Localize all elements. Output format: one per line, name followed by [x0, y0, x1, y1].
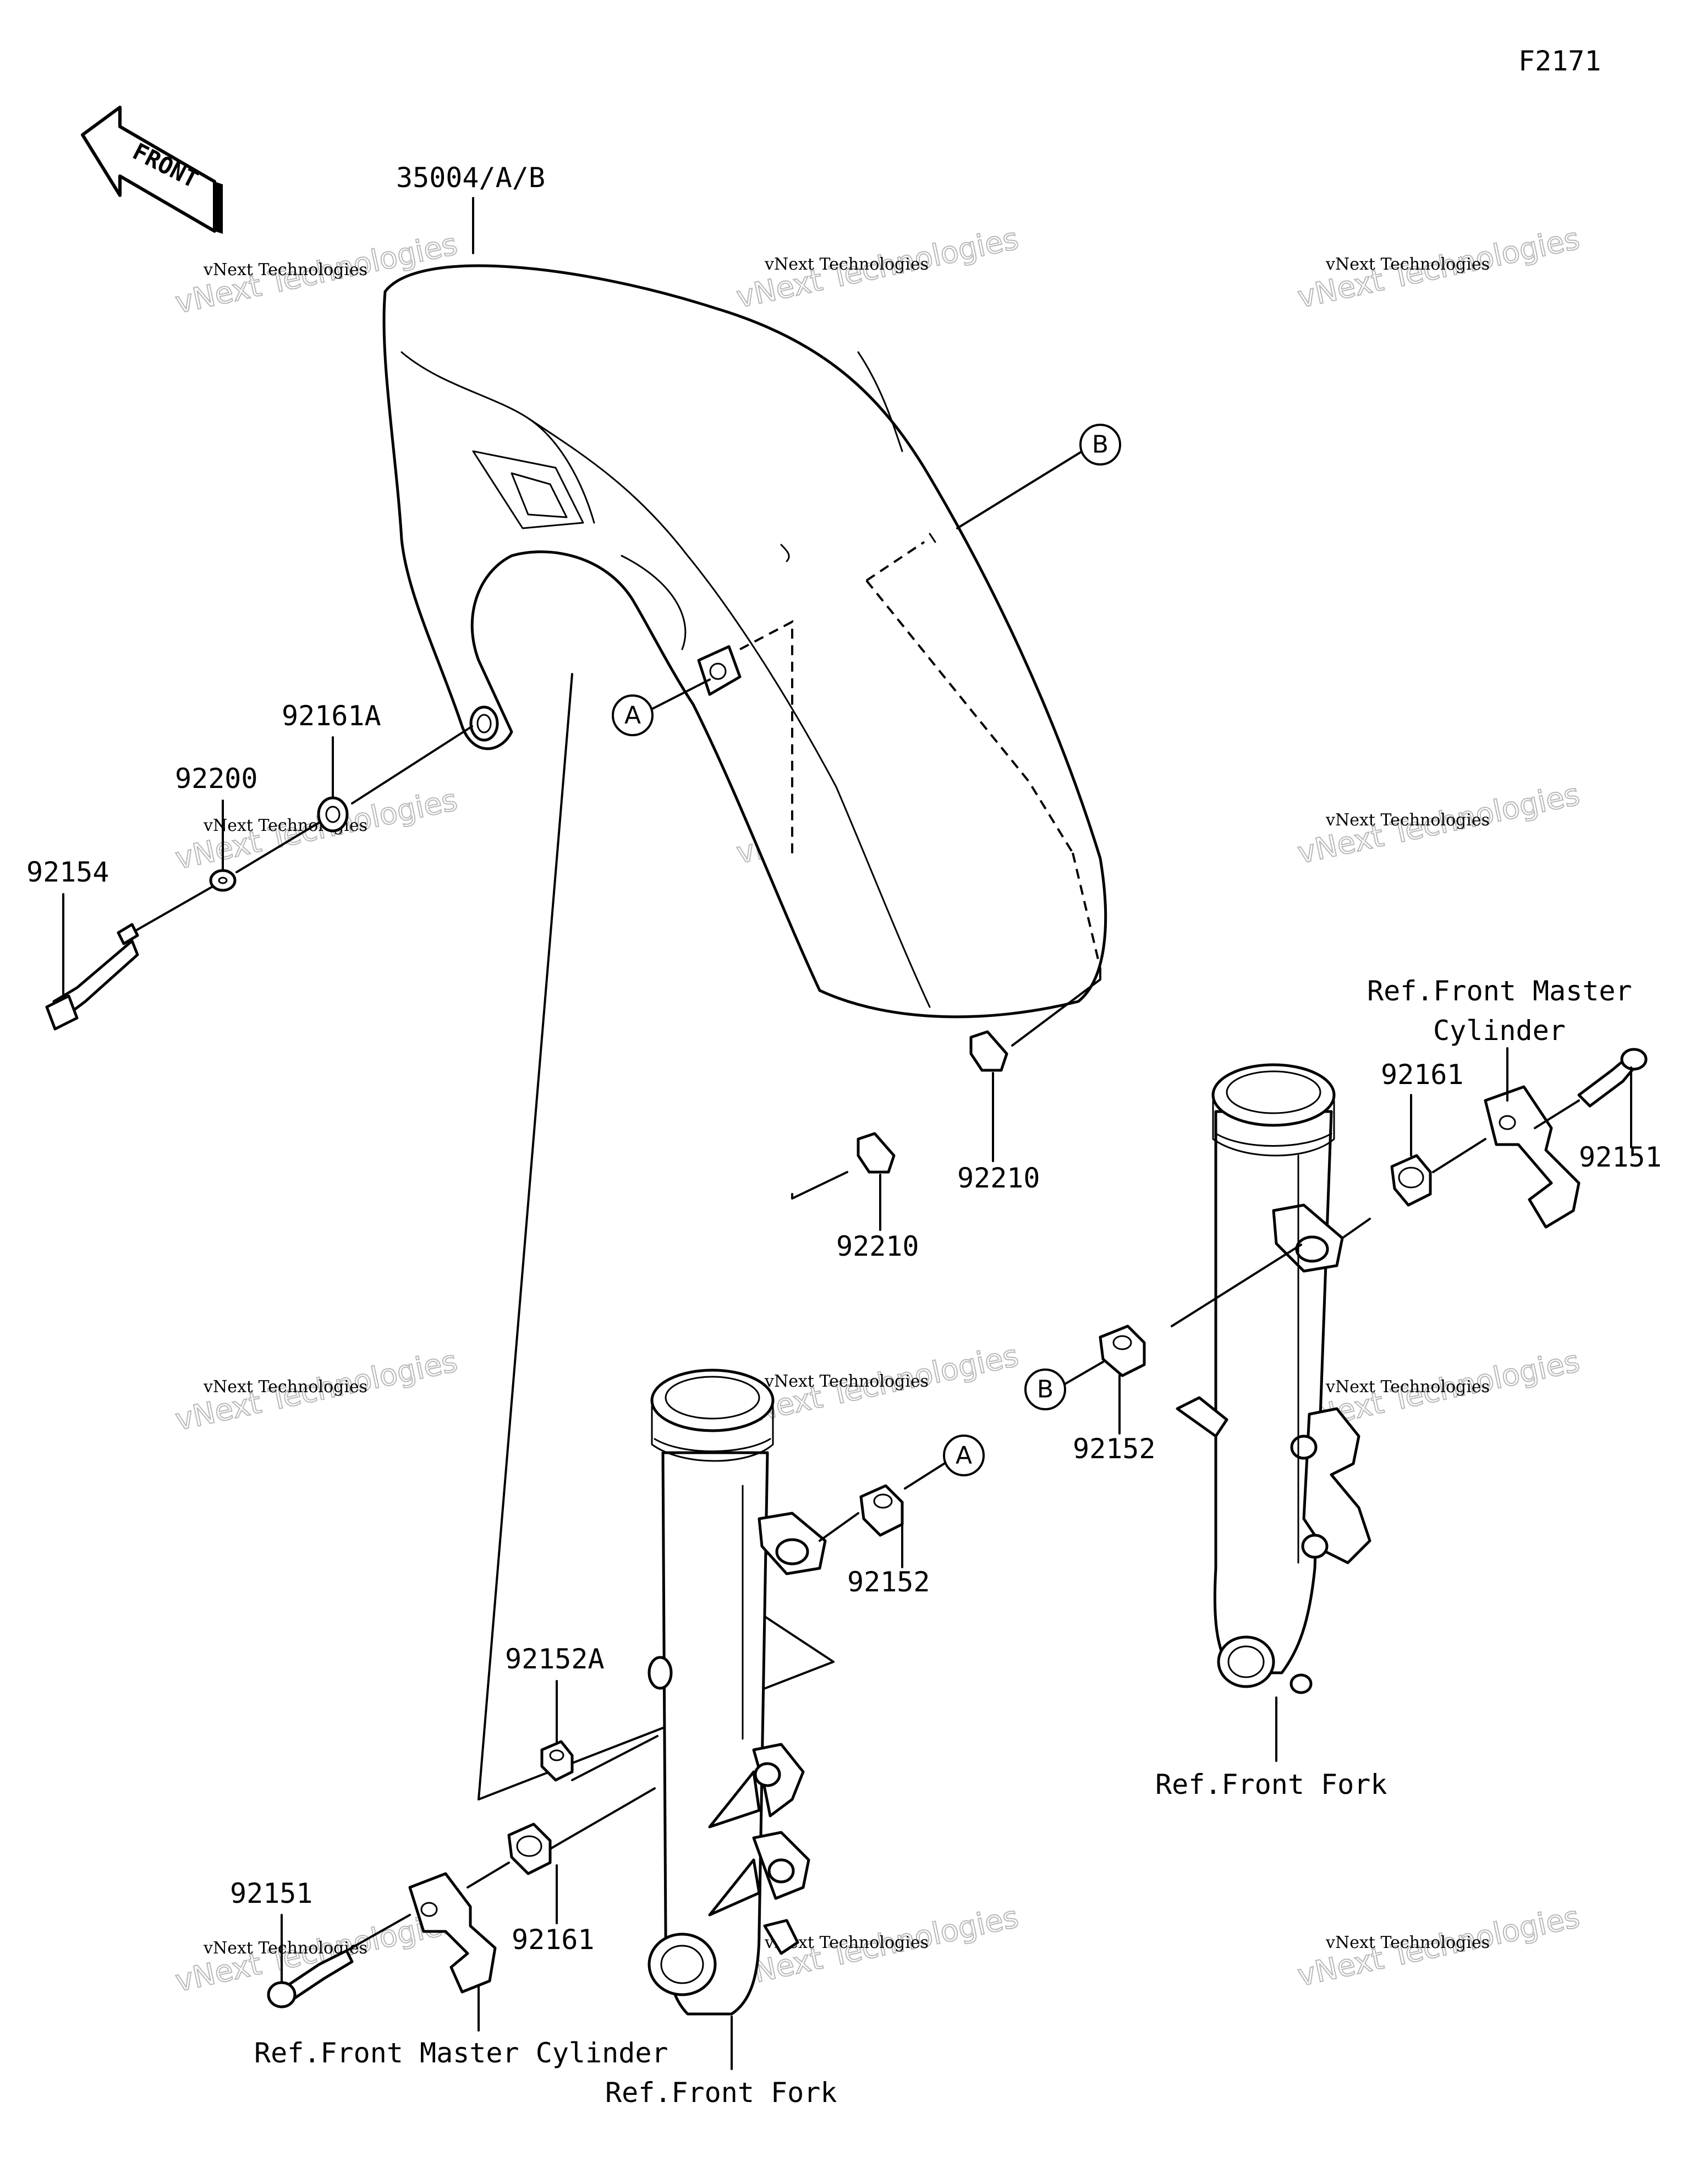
label-92152a: 92152A [505, 1643, 605, 1675]
guide-line-fork-collar [571, 1735, 659, 1781]
watermark: vNext Technologies [1325, 255, 1490, 274]
callout-b-fender: B [1079, 424, 1121, 466]
label-92161-right: 92161 [1381, 1059, 1464, 1091]
callout-a-fender: A [612, 694, 654, 736]
watermark: vNext Technologies [1325, 811, 1490, 830]
label-92210-right: 92210 [957, 1162, 1040, 1194]
guide-line-clip-right [1011, 967, 1101, 1047]
watermark: vNext Technologies [764, 1372, 929, 1391]
svg-text:B: B [1037, 1376, 1053, 1404]
leader-a-fender [651, 678, 711, 710]
watermark: vNext Technologies [203, 1377, 367, 1397]
front-arrow-icon: FRONT [81, 106, 223, 234]
assembly-line-left-grommet [549, 1787, 656, 1850]
ref-front-fork-right: Ref.Front Fork [1155, 1769, 1387, 1800]
label-92151-right: 92151 [1579, 1141, 1662, 1173]
collar-92152-right[interactable] [1099, 1324, 1146, 1377]
label-92161-left: 92161 [512, 1924, 595, 1956]
bolt-92151-right[interactable] [1577, 1048, 1648, 1108]
watermark: vNext Technologies [764, 255, 929, 274]
clip-92210-left[interactable] [857, 1132, 896, 1174]
front-fender[interactable] [382, 264, 1107, 1019]
leader-b-fork [1064, 1361, 1104, 1385]
master-cylinder-clamp-left[interactable] [408, 1872, 497, 1994]
grommet-92161-left[interactable] [507, 1822, 552, 1875]
label-92210-left: 92210 [836, 1230, 919, 1262]
bolt-92151-left[interactable] [267, 1949, 354, 2008]
ref-master-cylinder-right-1: Ref.Front Master [1367, 975, 1632, 1007]
watermark: vNext Technologies [203, 260, 367, 280]
leader-b-fender [956, 451, 1082, 529]
label-92151-left: 92151 [230, 1878, 313, 1909]
ref-master-cylinder-right-2: Cylinder [1433, 1015, 1566, 1047]
clip-92210-right[interactable] [969, 1030, 1008, 1072]
watermark: vNext Technologies [1325, 1377, 1490, 1397]
label-92154: 92154 [26, 856, 109, 888]
grommet-92161-right[interactable] [1390, 1154, 1432, 1207]
assembly-line-right-mc [1432, 1138, 1486, 1173]
svg-text:B: B [1092, 431, 1109, 459]
assembly-line-right-collar [1171, 1244, 1302, 1327]
figure-code: F2171 [1518, 45, 1601, 77]
assembly-line-washer [235, 822, 320, 873]
callout-a-fork: A [943, 1435, 985, 1476]
assembly-line-left [351, 725, 473, 804]
assembly-line-left-collar [819, 1512, 859, 1542]
svg-text:A: A [624, 702, 641, 730]
fender-attachment-outline-a [739, 620, 793, 858]
fender-attachment-outline-b [865, 541, 1101, 969]
watermark: vNext Technologies [1325, 1933, 1490, 1952]
label-92152-right: 92152 [1073, 1433, 1156, 1465]
bolt-92154[interactable] [45, 923, 139, 1031]
assembly-line-right-bolt [1534, 1099, 1580, 1129]
collar-92152-left[interactable] [859, 1484, 904, 1537]
master-cylinder-clamp-right[interactable] [1484, 1085, 1581, 1229]
assembly-line-left-bolt [345, 1914, 411, 1952]
ref-front-fork-left: Ref.Front Fork [605, 2077, 837, 2109]
assembly-line-bolt [131, 886, 213, 934]
callout-b-fork: B [1024, 1369, 1066, 1410]
front-fork-right[interactable] [1176, 1063, 1371, 1694]
grommet-92161a[interactable] [317, 796, 349, 833]
front-fork-left[interactable] [648, 1369, 827, 2016]
label-92200: 92200 [175, 763, 258, 795]
ref-master-cylinder-left: Ref.Front Master Cylinder [254, 2037, 668, 2069]
guide-line-clip-left [791, 1171, 848, 1200]
collar-92152a[interactable] [540, 1740, 574, 1782]
assembly-line-left-mc [467, 1862, 510, 1889]
washer-92200[interactable] [209, 869, 237, 892]
label-35004: 35004/A/B [396, 162, 545, 194]
assembly-line-right-grommet [1341, 1218, 1371, 1239]
label-92152-left: 92152 [847, 1566, 930, 1598]
svg-text:A: A [956, 1442, 972, 1470]
leader-a-fork [904, 1463, 945, 1490]
label-92161a: 92161A [282, 700, 381, 732]
